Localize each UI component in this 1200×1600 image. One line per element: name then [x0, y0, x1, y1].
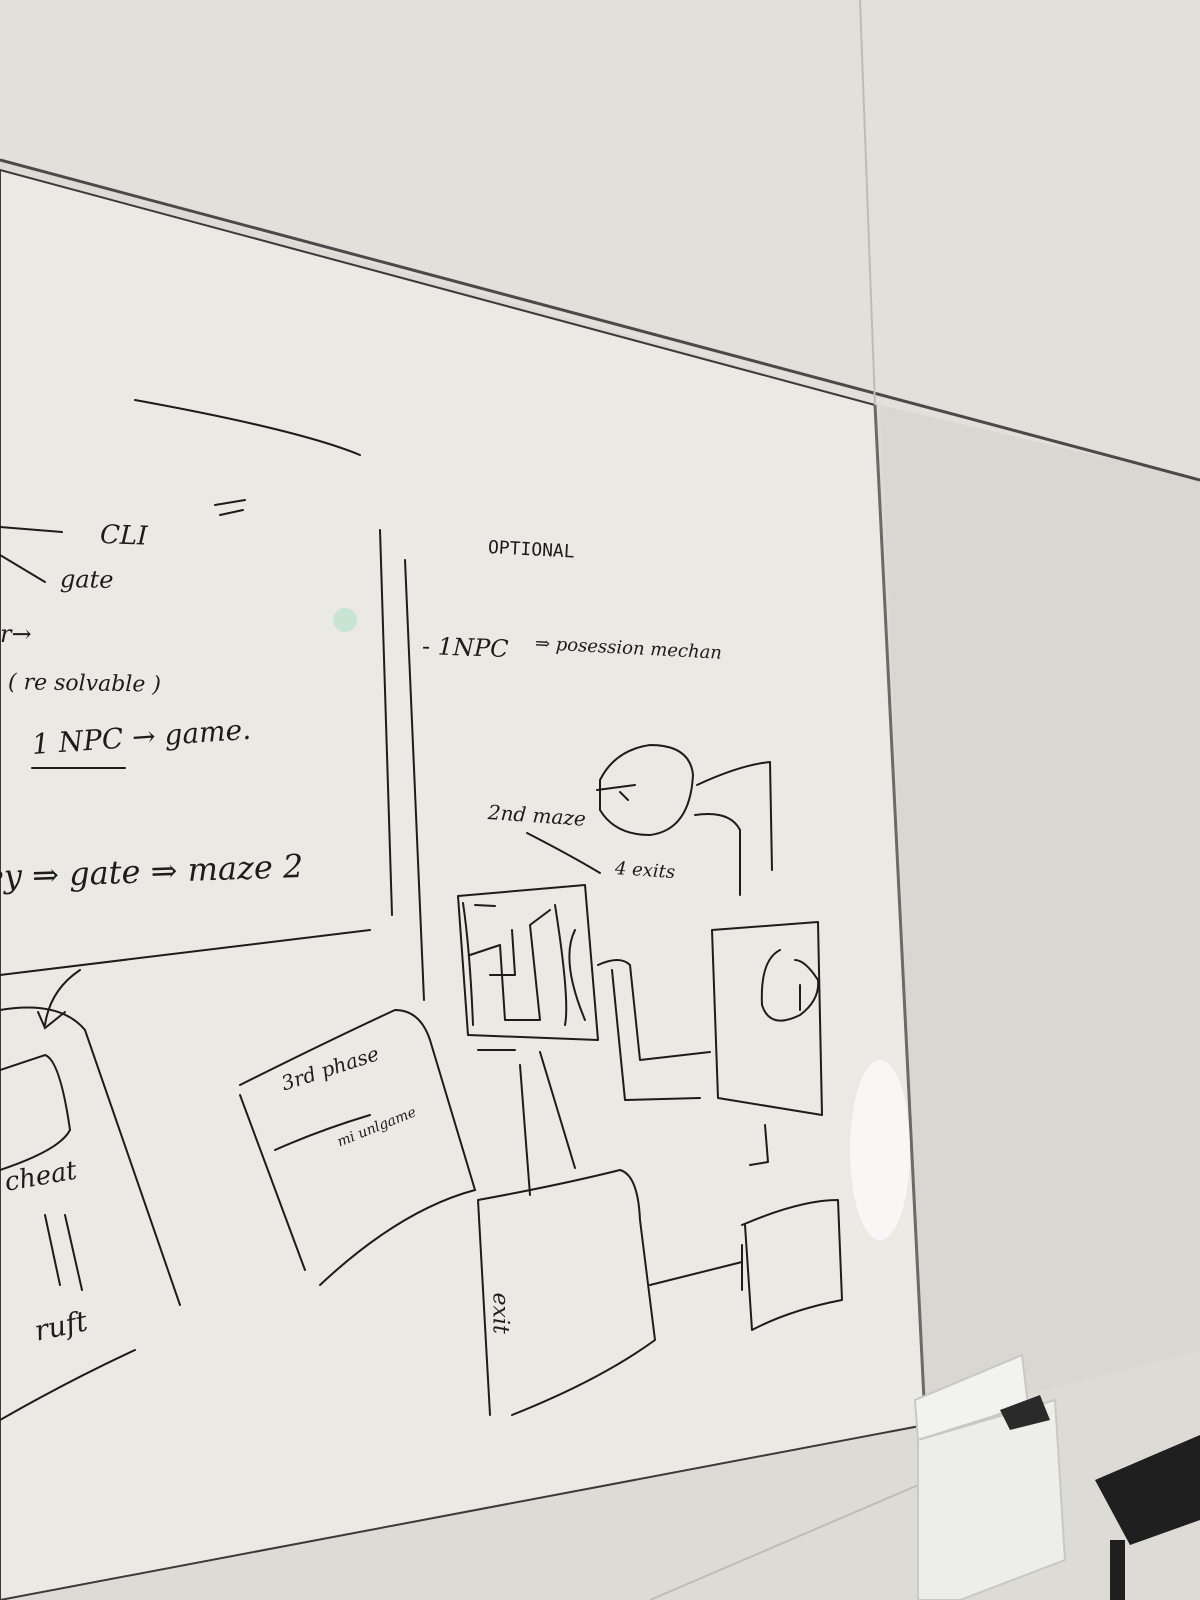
right-wall-panel	[880, 405, 1200, 1420]
maze-pointer	[526, 832, 601, 874]
left-panel-top-curve	[134, 399, 361, 456]
connector-right	[597, 959, 711, 1101]
gate-dash	[0, 554, 46, 583]
exit-label: exit	[487, 1292, 513, 1334]
divider-line	[404, 559, 425, 1001]
maze-tab	[596, 784, 636, 801]
bottom-left-stroke	[0, 1349, 136, 1421]
panel-seam	[859, 0, 876, 406]
board-bottom-edge	[649, 1479, 931, 1600]
green-light-spot	[333, 608, 357, 632]
four-exits-label: 4 exits	[614, 858, 676, 884]
arrow-label: r→	[0, 620, 32, 648]
bottom-corridor	[477, 1049, 576, 1196]
small-mark	[214, 499, 246, 516]
cli-label: CLI	[99, 520, 148, 552]
optional-title: OPTIONAL	[487, 537, 576, 563]
maze-square-inner	[462, 902, 586, 1026]
small-right-box	[741, 1199, 843, 1331]
bench	[1095, 1435, 1200, 1600]
exit-paths	[694, 761, 773, 896]
left-panel-sketch	[0, 399, 477, 1421]
upper-wall-panel	[0, 0, 1200, 480]
large-bottom-box	[477, 1169, 656, 1416]
cli-dash	[0, 526, 63, 533]
right-npc-label: - 1NPC	[421, 632, 509, 664]
second-maze-blob	[599, 744, 694, 836]
screen-stand	[749, 1124, 769, 1166]
maze-square-outer	[457, 884, 599, 1041]
box-link	[649, 1261, 743, 1286]
gate-label: gate	[59, 565, 114, 594]
screen-box	[711, 921, 823, 1116]
screen-figure	[760, 949, 820, 1022]
third-phase-underline	[274, 1114, 371, 1151]
device-outline	[0, 1006, 181, 1306]
paper-holder	[913, 1353, 1067, 1600]
board-right-edge	[873, 404, 927, 1421]
right-panel-sketch	[404, 559, 843, 1416]
light-glare	[850, 1060, 910, 1240]
device-arrow	[37, 969, 81, 1030]
third-phase-box	[239, 1008, 477, 1286]
cheat-lines	[44, 1214, 83, 1291]
device-screen	[0, 1053, 72, 1171]
left-panel-right-border	[379, 529, 393, 916]
left-panel-bottom-border	[0, 929, 371, 976]
board-top-ledge	[0, 158, 1200, 482]
solvable-label: ( re solvable )	[7, 670, 162, 698]
